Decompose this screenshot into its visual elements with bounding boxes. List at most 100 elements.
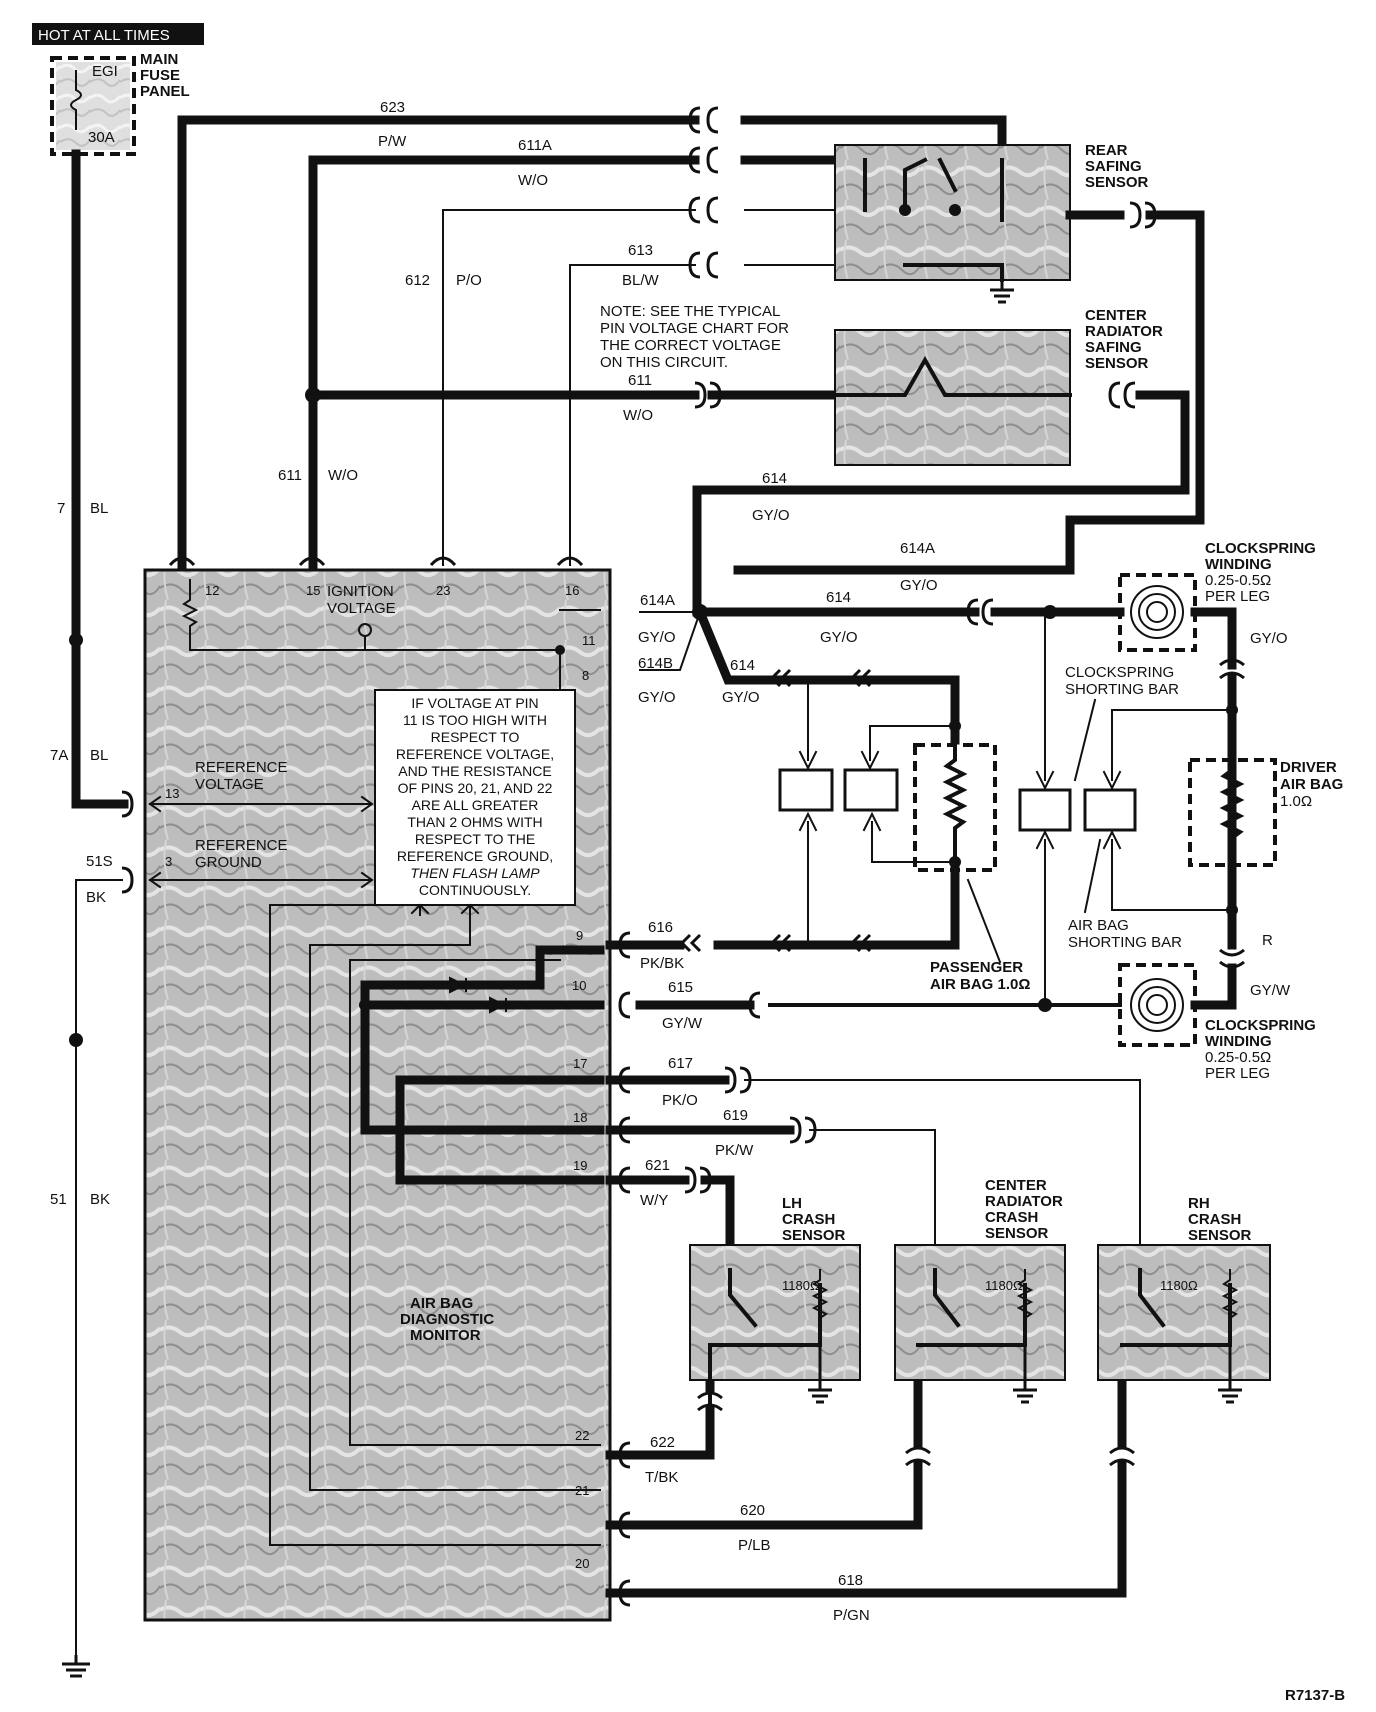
clockspring-bottom-label-2: WINDING: [1205, 1033, 1272, 1050]
passenger-arrow-bottom-2: [862, 811, 956, 863]
lh-crash-label-1: LH: [782, 1195, 802, 1212]
wire-612: [442, 209, 696, 566]
driver-airbag-resistor: [1219, 767, 1245, 841]
c611-vert-num: 611: [278, 467, 302, 484]
clockspring-winding-bottom: [1118, 963, 1197, 1047]
wire-616-right: [713, 865, 960, 950]
driver-label-2: AIR BAG: [1280, 776, 1343, 793]
note-line-4: ON THIS CIRCUIT.: [600, 354, 728, 371]
passenger-label-1: PASSENGER: [930, 959, 1023, 976]
c51S-color: BK: [86, 889, 106, 906]
monitor-label-3: MONITOR: [410, 1327, 481, 1344]
pin-22: 22: [575, 1428, 589, 1443]
rh-crash-label-3: SENSOR: [1188, 1227, 1252, 1244]
rh-crash-sensor: [1097, 1244, 1271, 1404]
wire-614-top: [692, 390, 1190, 617]
wire-620: [605, 1460, 923, 1530]
c619-num: 619: [723, 1107, 748, 1124]
clockspring-shorting-label-2: SHORTING BAR: [1065, 681, 1179, 698]
c612-color: P/O: [456, 272, 482, 289]
wire-623: [177, 115, 700, 570]
ref-voltage-label-1: REFERENCE: [195, 759, 288, 776]
reference-ground-arrow: [148, 871, 374, 889]
center-safing-label-2: RADIATOR: [1085, 323, 1163, 340]
connector-group-top: [688, 106, 719, 279]
connector-611: [694, 381, 722, 409]
rear-safing-label-1: REAR: [1085, 142, 1128, 159]
c614B-color: GY/O: [638, 689, 676, 706]
rear-safing-label-3: SENSOR: [1085, 174, 1149, 191]
message-line-1: IF VOLTAGE AT PIN: [411, 695, 538, 711]
pin-9: 9: [576, 928, 583, 943]
passenger-arrow-bottom: [798, 811, 818, 946]
connector-pin-10: [618, 991, 631, 1019]
wire-clockspring-right: [1190, 607, 1237, 655]
clockspring-bottom-label-4: PER LEG: [1205, 1065, 1270, 1082]
wire-614a-right: [733, 210, 1205, 575]
pin-11: 11: [582, 633, 596, 648]
rear-safing-contact-dot: [899, 204, 911, 216]
pin-10: 10: [572, 978, 586, 993]
clockspring-top-label-4: PER LEG: [1205, 588, 1270, 605]
c618-color: P/GN: [833, 1607, 870, 1624]
message-line-9: RESPECT TO THE: [415, 831, 535, 847]
message-line-11: THEN FLASH LAMP: [410, 865, 540, 881]
c621-color: W/Y: [640, 1192, 668, 1209]
monitor-top-connectors: [168, 556, 584, 567]
c611A-num: 611A: [518, 137, 552, 154]
c618-num: 618: [838, 1572, 863, 1589]
message-line-2: 11 IS TOO HIGH WITH: [403, 712, 547, 728]
ref-voltage-label-2: VOLTAGE: [195, 776, 264, 793]
fuse-rating: 30A: [88, 129, 115, 146]
pin-17: 17: [573, 1056, 587, 1071]
wire-shorting-right-top: [1102, 709, 1233, 791]
fuse-panel-shading: [56, 62, 130, 150]
center-safing-contacts: [833, 355, 1072, 397]
c615-num: 615: [668, 979, 693, 996]
connector-7a: [121, 790, 134, 818]
connector-616: [769, 933, 872, 953]
c51-color: BK: [90, 1191, 110, 1208]
c614-lower-num: 614: [730, 657, 755, 674]
monitor-sense-lines: [269, 904, 601, 1546]
connector-pin-20: [618, 1579, 631, 1607]
splice-51: [69, 1033, 83, 1047]
clockspring-top-label-1: CLOCKSPRING: [1205, 540, 1316, 557]
lh-crash-label-2: CRASH: [782, 1211, 835, 1228]
c7A-color: BL: [90, 747, 108, 764]
r-right-color: R: [1262, 932, 1273, 949]
rear-safing-internal: [903, 263, 1004, 282]
driver-air-bag: [1188, 758, 1277, 867]
passenger-airbag-resistor: [942, 738, 968, 872]
gyo-right-color: GY/O: [1250, 630, 1288, 647]
lh-crash-label-3: SENSOR: [782, 1227, 846, 1244]
c622-color: T/BK: [645, 1469, 678, 1486]
c7-num: 7: [57, 500, 65, 517]
clockspring-top-label-2: WINDING: [1205, 556, 1272, 573]
center-crash-label-2: RADIATOR: [985, 1193, 1063, 1210]
clockspring-shorting-pointer: [1073, 698, 1097, 782]
drawing-id: R7137-B: [1285, 1687, 1345, 1704]
c614A-pin-color: GY/O: [638, 629, 676, 646]
wire-7-bl: [71, 149, 129, 809]
pin-13: 13: [165, 786, 179, 801]
pin-20: 20: [575, 1556, 589, 1571]
ref-ground-label-2: GROUND: [195, 854, 262, 871]
passenger-node-top: [949, 720, 961, 732]
wire-shorting-left-top: [1035, 611, 1055, 791]
c616-color: PK/BK: [640, 955, 684, 972]
airbag-shorting-label-2: SHORTING BAR: [1068, 934, 1182, 951]
pin-18: 18: [573, 1110, 587, 1125]
c614A-right-num: 614A: [900, 540, 935, 557]
header-tag-bg: [32, 23, 204, 45]
note-line-3: THE CORRECT VOLTAGE: [600, 337, 781, 354]
pin-8: 8: [582, 668, 589, 683]
clockspring-bottom-label-3: 0.25-0.5Ω: [1205, 1049, 1271, 1066]
ref-ground-label-1: REFERENCE: [195, 837, 288, 854]
header-tag: HOT AT ALL TIMES: [38, 27, 170, 44]
center-crash-label-1: CENTER: [985, 1177, 1047, 1194]
wire-617-right: [744, 1079, 1141, 1271]
clockspring-shorting-label-1: CLOCKSPRING: [1065, 664, 1174, 681]
wire-619-right: [809, 1129, 936, 1271]
